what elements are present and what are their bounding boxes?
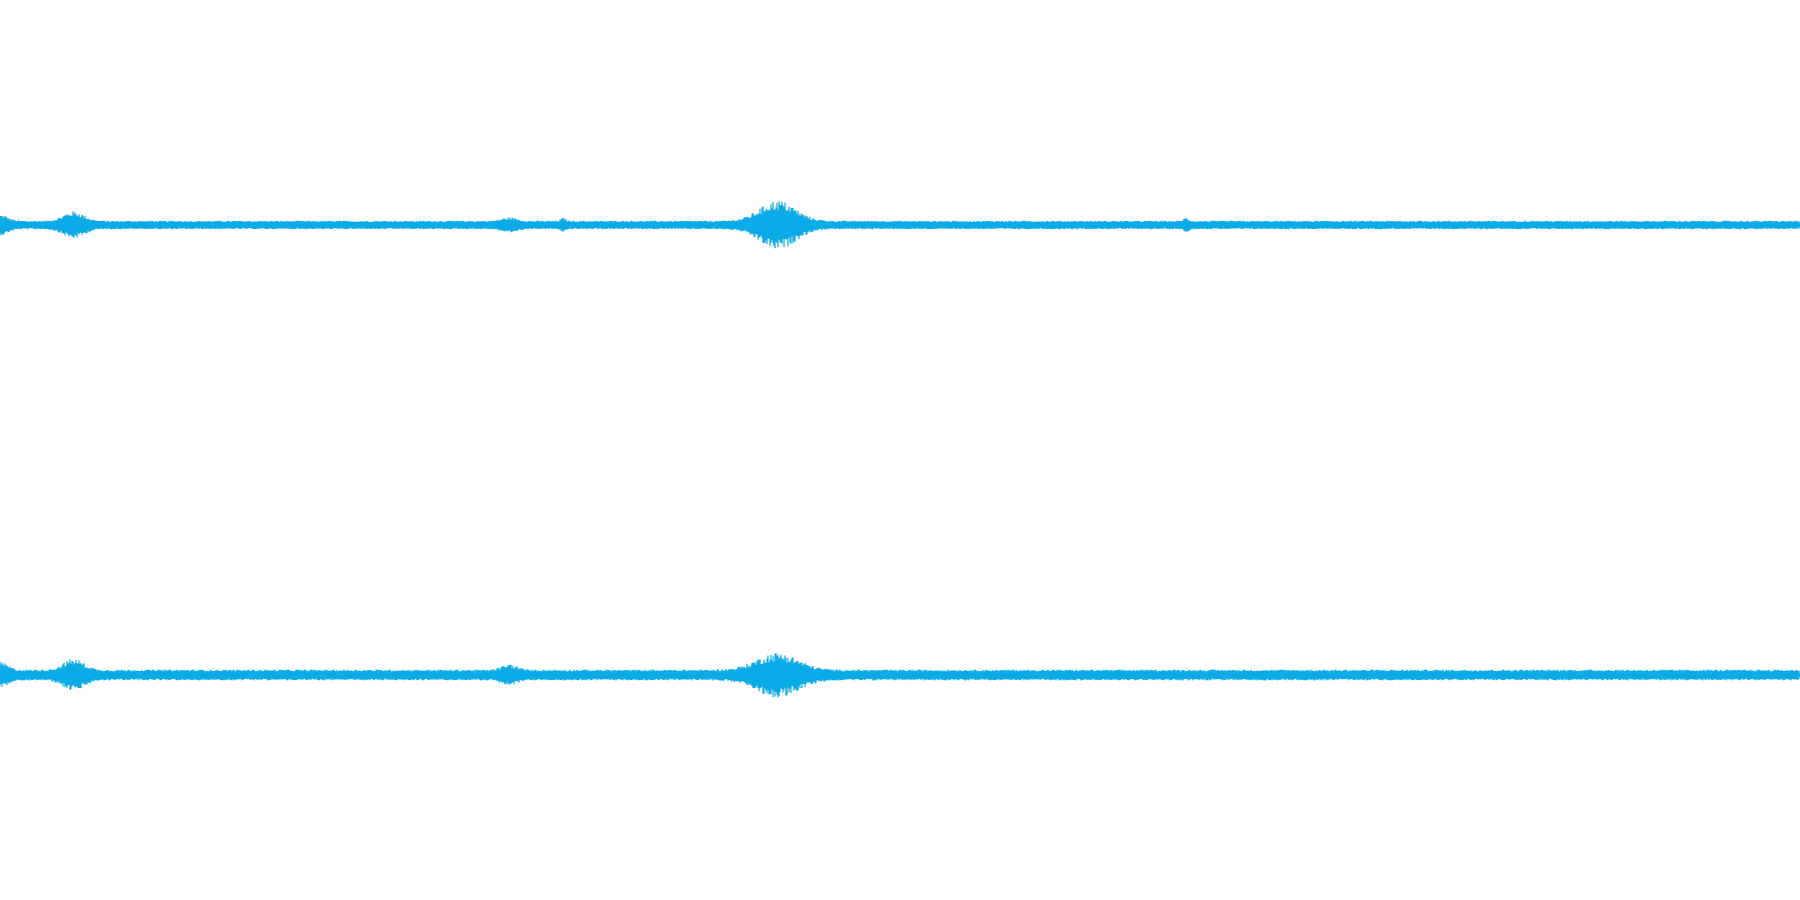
waveform-channel-1	[0, 201, 1800, 249]
channels-layer	[0, 201, 1800, 698]
waveform-channel-2	[0, 652, 1800, 698]
